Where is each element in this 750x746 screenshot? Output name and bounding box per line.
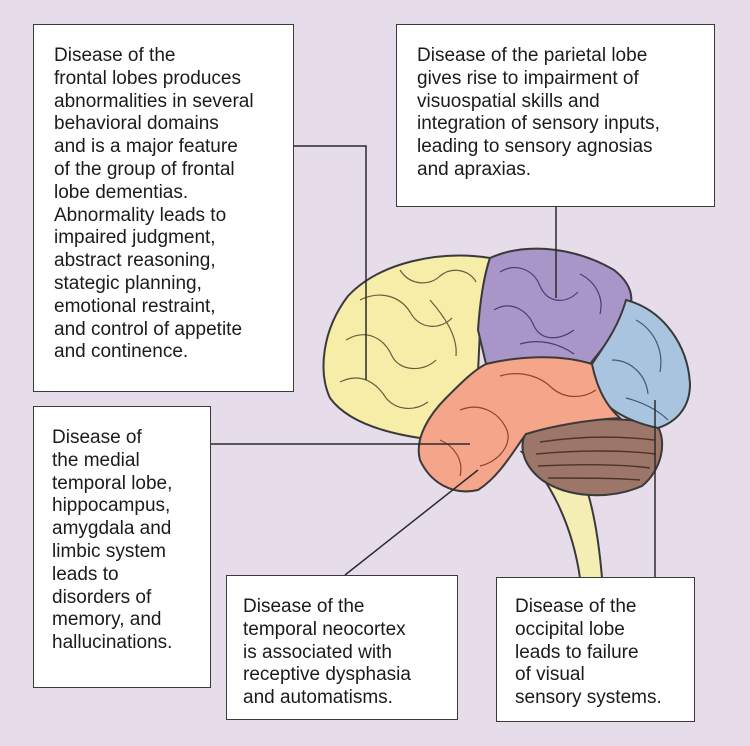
- leader-lines: [211, 145, 656, 577]
- parietal-gyri: [493, 267, 602, 355]
- cerebellum-folia: [535, 436, 657, 481]
- temporal-gyri: [439, 373, 597, 477]
- cerebellum: [521, 418, 664, 497]
- temporal-neocortex-leader-line: [344, 469, 479, 576]
- frontal-lobe-annotation: Disease of the frontal lobes produces ab…: [33, 24, 294, 392]
- occipital-lobe-annotation: Disease of the occipital lobe leads to f…: [496, 577, 695, 722]
- medial-temporal-annotation: Disease of the medial temporal lobe, hip…: [33, 406, 211, 688]
- frontal-gyri: [339, 269, 477, 409]
- frontal-leader-line: [294, 145, 367, 380]
- parietal-lobe-annotation: Disease of the parietal lobe gives rise …: [396, 24, 715, 207]
- occipital-lobe: [590, 298, 692, 430]
- temporal-neocortex-annotation: Disease of the temporal neocortex is ass…: [226, 575, 458, 720]
- temporal-lobe: [417, 356, 623, 493]
- occipital-gyri: [611, 319, 669, 421]
